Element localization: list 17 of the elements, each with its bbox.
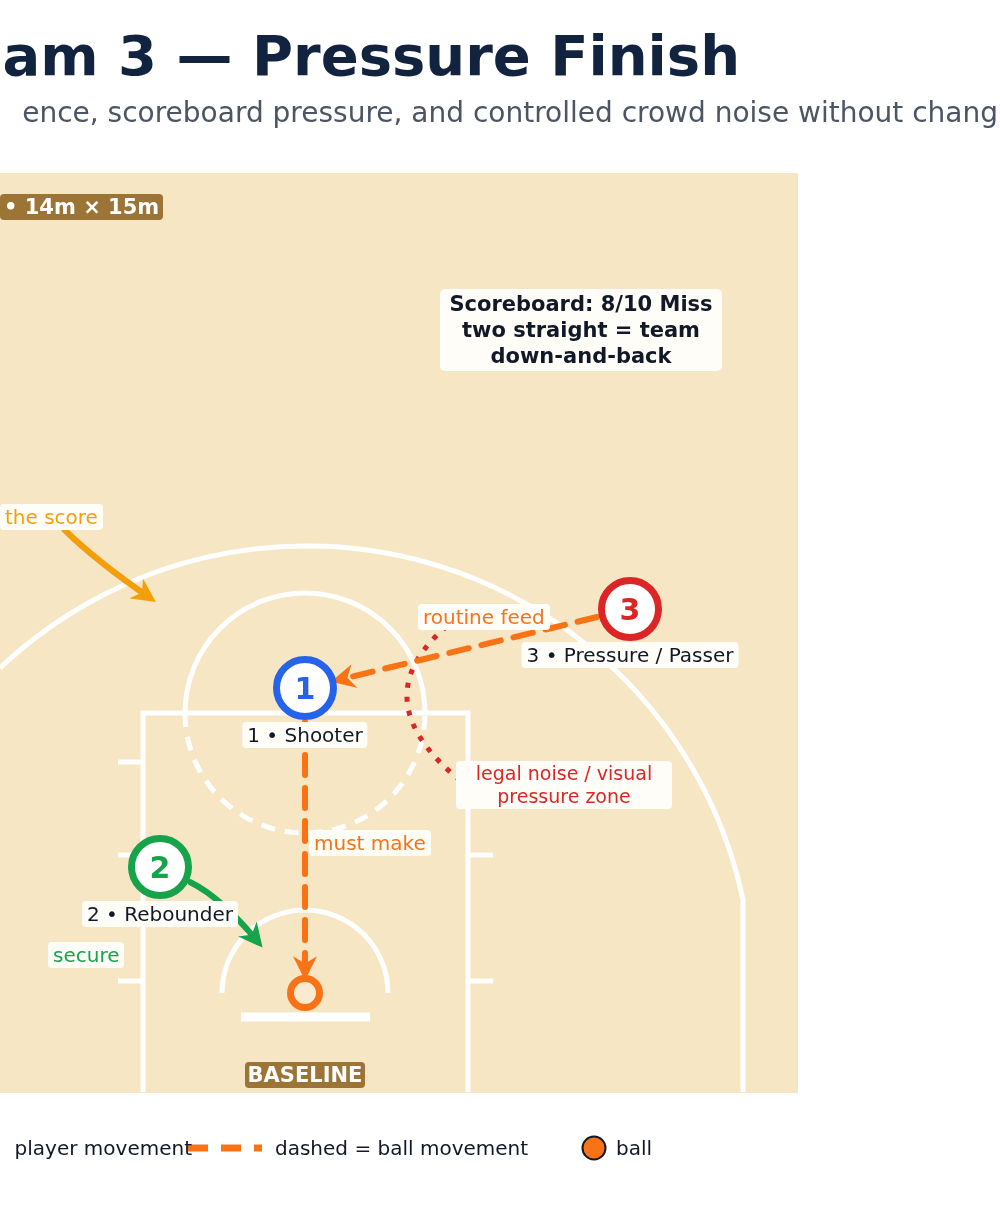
player-label: 3 • Pressure / Passer — [521, 642, 739, 668]
baseline-label: BASELINE — [245, 1062, 365, 1088]
legend-text: dashed = ball movement — [275, 1136, 529, 1160]
subtitle: ence, scoreboard pressure, and controlled crowd noise without chang — [22, 96, 998, 130]
arrow — [61, 527, 156, 603]
zone-label: legal noise / visual pressure zone — [456, 761, 672, 809]
callout-text: the score — [0, 504, 103, 530]
legend-text: ball — [616, 1136, 653, 1160]
scoreboard-note: Scoreboard: 8/10 Miss two straight = team down-and-back — [440, 289, 722, 371]
court-size-label: • 14m × 15m — [0, 194, 164, 220]
edge-label: routine feed — [418, 604, 550, 630]
edge-label: secure — [48, 942, 125, 968]
title: am 3 — Pressure Finish — [2, 22, 740, 90]
player-label: 2 • Rebounder — [82, 901, 238, 927]
legend-text: player movement — [14, 1136, 192, 1160]
edge-label: must make — [309, 830, 431, 856]
player-label: 1 • Shooter — [242, 722, 368, 748]
